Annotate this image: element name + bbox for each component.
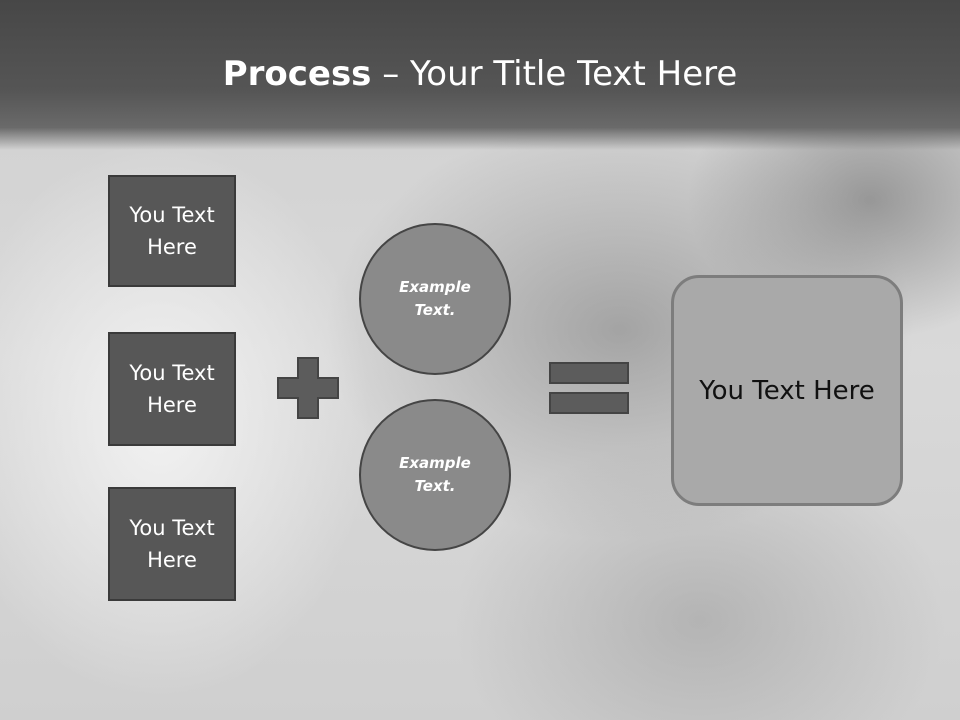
example-circle-1: Example Text. [359,223,511,375]
result-box-text: You Text Here [699,375,875,406]
result-box: You Text Here [671,275,903,506]
equals-icon [549,362,629,414]
input-box-1: You Text Here [108,175,236,287]
input-box-2: You Text Here [108,332,236,446]
example-circle-1-text: Example Text. [399,278,471,319]
input-box-1-text: You Text Here [129,203,215,259]
title-rest: – Your Title Text Here [371,54,738,94]
plus-icon [277,357,339,419]
input-box-3: You Text Here [108,487,236,601]
input-box-2-text: You Text Here [129,361,215,417]
title-bar [0,0,960,150]
example-circle-2: Example Text. [359,399,511,551]
example-circle-2-text: Example Text. [399,454,471,495]
title-bold: Process [222,54,372,94]
slide-title: Process – Your Title Text Here [0,52,960,96]
input-box-3-text: You Text Here [129,516,215,572]
